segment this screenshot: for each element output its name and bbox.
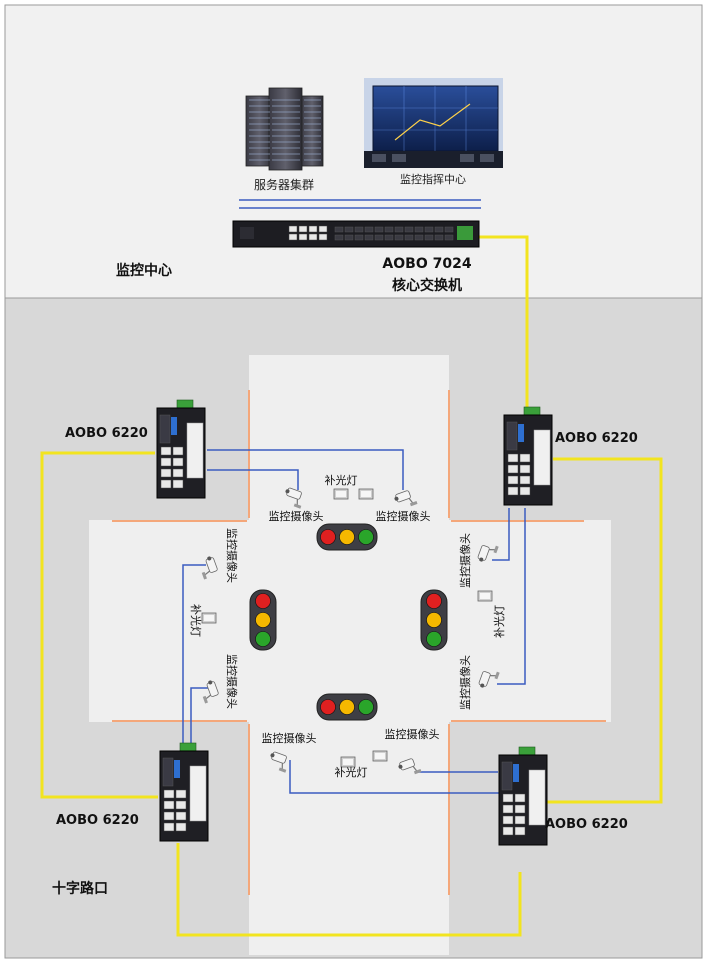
switch-nw-label: AOBO 6220 xyxy=(65,426,148,441)
server-cluster xyxy=(245,87,324,171)
camera-label-west-bottom: 监控摄像头 xyxy=(225,654,239,709)
command-center-image xyxy=(364,78,503,168)
switch-sw-label: AOBO 6220 xyxy=(56,813,139,828)
monitor-center-label: 监控中心 xyxy=(116,262,172,279)
road-crossing xyxy=(89,355,611,955)
camera-icon xyxy=(478,671,500,688)
fill-light-label-south: 补光灯 xyxy=(335,765,368,779)
intersection-label: 十字路口 xyxy=(52,880,108,897)
camera-label-south-right: 监控摄像头 xyxy=(385,727,440,741)
fill-light-icon xyxy=(372,750,388,762)
switch-ne xyxy=(503,406,553,506)
switch-se-label: AOBO 6220 xyxy=(545,817,628,832)
switch-nw xyxy=(156,399,206,499)
traffic-light-west xyxy=(249,589,277,651)
fiber-se-to-sw xyxy=(176,843,522,937)
core-switch-model: AOBO 7024 xyxy=(382,256,471,272)
ethernet-links xyxy=(182,449,526,794)
camera-icon xyxy=(202,680,219,704)
center-uplinks xyxy=(239,199,481,209)
camera-icon xyxy=(201,556,218,580)
camera-label-east-bottom: 监控摄像头 xyxy=(458,655,472,710)
monitor-center-zone xyxy=(4,4,703,299)
camera-icon xyxy=(285,487,302,509)
camera-icon xyxy=(477,545,499,562)
fill-light-icon xyxy=(477,590,493,602)
fill-light-icon xyxy=(358,488,374,500)
camera-label-west-top: 监控摄像头 xyxy=(225,528,239,583)
camera-icon xyxy=(394,490,418,507)
switch-ne-label: AOBO 6220 xyxy=(555,431,638,446)
fiber-links xyxy=(40,235,663,937)
roadside-devices xyxy=(201,487,500,775)
traffic-light-north xyxy=(316,523,378,551)
switch-se xyxy=(498,746,548,846)
fill-light-icon xyxy=(201,612,217,624)
traffic-light-south xyxy=(316,693,378,721)
camera-label-north-right: 监控摄像头 xyxy=(376,509,431,523)
fiber-sw-to-nw xyxy=(40,451,158,799)
fiber-core-to-ne xyxy=(477,235,529,415)
command-center-label: 监控指挥中心 xyxy=(400,172,466,186)
fill-light-icon xyxy=(333,488,349,500)
road-edges xyxy=(112,390,606,895)
core-switch xyxy=(232,220,480,248)
switch-sw xyxy=(159,742,209,842)
camera-icon xyxy=(270,751,287,773)
camera-icon xyxy=(398,758,422,775)
fill-light-label-north: 补光灯 xyxy=(325,473,358,487)
fill-light-label-east: 补光灯 xyxy=(492,605,506,638)
core-switch-role: 核心交换机 xyxy=(392,277,462,294)
fill-light-icon xyxy=(340,756,356,768)
fiber-ne-to-se xyxy=(547,457,663,804)
camera-label-east-top: 监控摄像头 xyxy=(458,533,472,588)
fill-light-label-west: 补光灯 xyxy=(189,604,203,637)
server-cluster-label: 服务器集群 xyxy=(254,177,314,192)
traffic-light-east xyxy=(420,589,448,651)
camera-label-south-left: 监控摄像头 xyxy=(262,731,317,745)
camera-label-north-left: 监控摄像头 xyxy=(269,509,324,523)
